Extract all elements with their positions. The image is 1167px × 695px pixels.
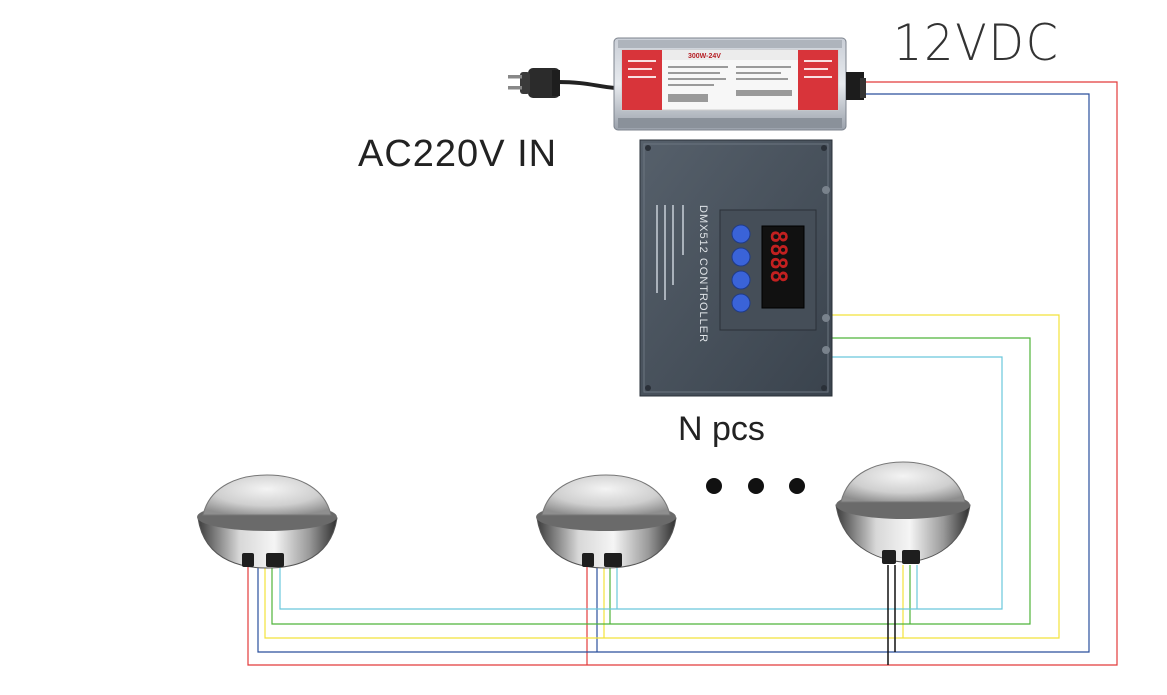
controller-display: 8888 xyxy=(765,230,790,283)
controller-name: DMX512 CONTROLLER xyxy=(697,205,709,343)
power-supply: 300W-24V xyxy=(613,37,866,131)
wire-data-cyan xyxy=(279,356,1003,610)
ac-input-label: AC220V IN xyxy=(358,133,558,175)
ac-plug xyxy=(508,68,616,98)
wire-data-yellow xyxy=(264,314,1060,639)
wire-data-green xyxy=(271,337,1031,625)
controller-button-3 xyxy=(731,270,751,290)
wire-positive xyxy=(247,81,1118,666)
psu-rating: 300W-24V xyxy=(688,53,721,60)
lamp-count-label: N pcs xyxy=(678,410,765,448)
controller-button-1 xyxy=(731,224,751,244)
pool-lamp-2 xyxy=(536,474,677,569)
wire-negative xyxy=(257,93,1090,653)
pool-lamp-3 xyxy=(835,461,971,564)
more-lamps-dots xyxy=(706,478,805,494)
dmx-controller: DMX512 CONTROLLER 8888 xyxy=(639,139,833,397)
dc-output-label: 12VDC xyxy=(893,14,1060,72)
controller-button-2 xyxy=(731,247,751,267)
wiring xyxy=(247,81,1118,666)
pool-lamp-1 xyxy=(197,474,338,569)
controller-button-4 xyxy=(731,293,751,313)
